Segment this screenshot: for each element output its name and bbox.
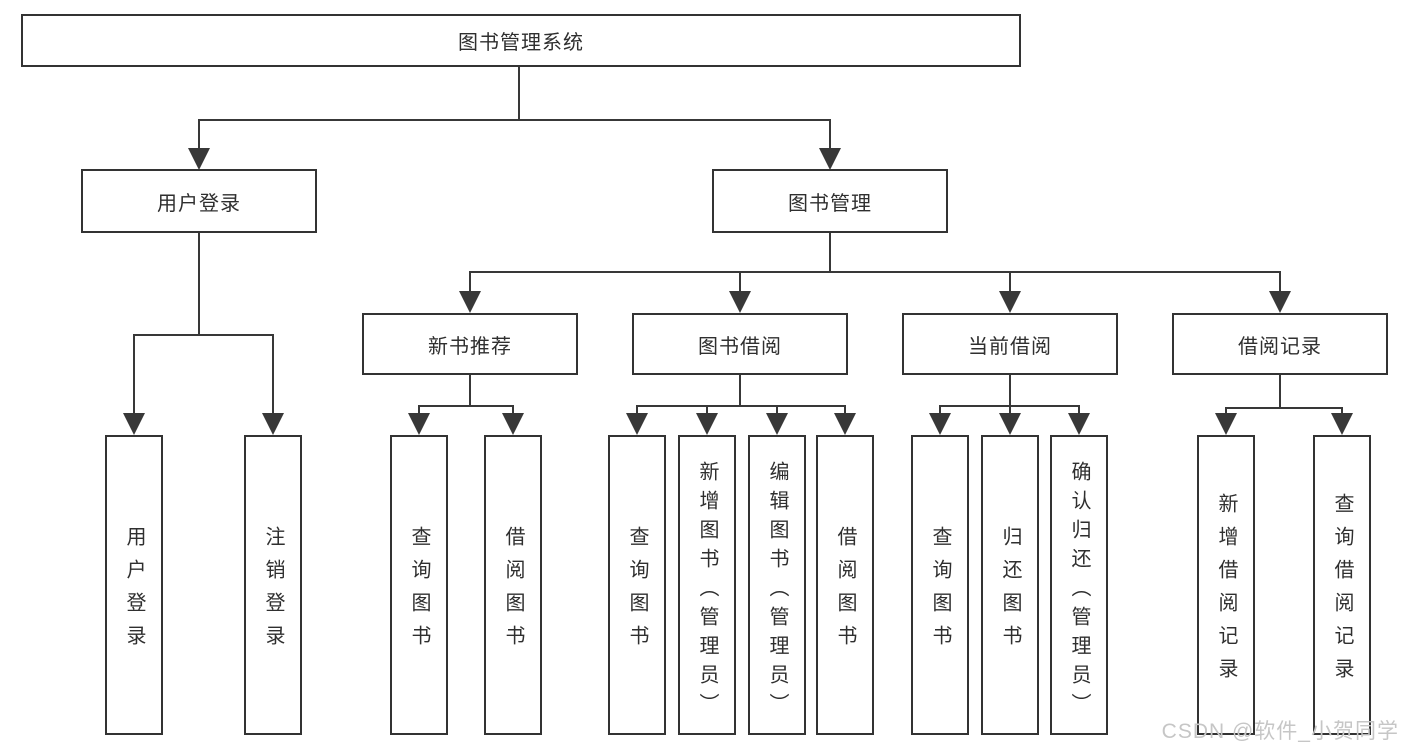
connector-line-horizontal (133, 334, 274, 336)
connector-line-vertical (636, 405, 638, 415)
connector-line-vertical (1341, 407, 1343, 415)
leaf-add-borrow-record: 新增借阅记录 (1197, 435, 1255, 735)
leaf-borrow-books-recommend-label: 借阅图书 (502, 525, 524, 658)
node-borrowing-records: 借阅记录 (1172, 313, 1388, 375)
leaf-add-books-admin: 新增图书（管理员） (678, 435, 736, 735)
arrow-down-icon (999, 291, 1021, 313)
connector-line-vertical (1009, 271, 1011, 293)
connector-line-vertical (1009, 375, 1011, 407)
leaf-borrow-books-borrowing: 借阅图书 (816, 435, 874, 735)
leaf-query-borrow-record: 查询借阅记录 (1313, 435, 1371, 735)
arrow-down-icon (502, 413, 524, 435)
node-user-login: 用户登录 (81, 169, 317, 233)
csdn-watermark: CSDN @软件_小贺同学 (1161, 720, 1399, 743)
arrow-down-icon (408, 413, 430, 435)
leaf-add-borrow-record-label: 新增借阅记录 (1215, 492, 1237, 691)
connector-line-vertical (1225, 407, 1227, 415)
arrow-down-icon (1331, 413, 1353, 435)
connector-line-horizontal (636, 405, 846, 407)
leaf-user-login: 用户登录 (105, 435, 163, 735)
connector-line-vertical (469, 271, 471, 293)
leaf-return-books-label: 归还图书 (999, 525, 1021, 658)
connector-line-vertical (776, 405, 778, 415)
leaf-query-books-current-label: 查询图书 (929, 525, 951, 658)
leaf-query-books-borrowing-label: 查询图书 (626, 525, 648, 658)
connector-line-horizontal (198, 119, 831, 121)
node-library-management-system: 图书管理系统 (21, 14, 1021, 67)
leaf-logout-login: 注销登录 (244, 435, 302, 735)
connector-line-vertical (706, 405, 708, 415)
node-book-borrowing: 图书借阅 (632, 313, 848, 375)
leaf-query-books-borrowing: 查询图书 (608, 435, 666, 735)
connector-line-vertical (939, 405, 941, 415)
leaf-add-books-admin-label: 新增图书（管理员） (696, 461, 718, 722)
connector-line-vertical (469, 375, 471, 407)
leaf-confirm-return-admin: 确认归还（管理员） (1050, 435, 1108, 735)
connector-line-vertical (1279, 271, 1281, 293)
node-current-borrowing: 当前借阅 (902, 313, 1118, 375)
arrow-down-icon (834, 413, 856, 435)
connector-line-horizontal (1225, 407, 1343, 409)
connector-line-vertical (198, 233, 200, 336)
arrow-down-icon (819, 148, 841, 170)
arrow-down-icon (929, 413, 951, 435)
connector-line-vertical (1078, 405, 1080, 415)
connector-line-vertical (739, 375, 741, 407)
leaf-edit-books-admin-label: 编辑图书（管理员） (766, 461, 788, 722)
connector-line-vertical (844, 405, 846, 415)
leaf-query-books-current: 查询图书 (911, 435, 969, 735)
connector-line-vertical (272, 334, 274, 415)
leaf-return-books: 归还图书 (981, 435, 1039, 735)
leaf-query-books-recommend: 查询图书 (390, 435, 448, 735)
connector-line-vertical (1279, 375, 1281, 409)
connector-line-vertical (198, 119, 200, 150)
node-new-book-recommendation: 新书推荐 (362, 313, 578, 375)
connector-line-vertical (1009, 405, 1011, 415)
connector-line-vertical (829, 233, 831, 273)
leaf-query-books-recommend-label: 查询图书 (408, 525, 430, 658)
arrow-down-icon (1068, 413, 1090, 435)
arrow-down-icon (123, 413, 145, 435)
connector-line-vertical (739, 271, 741, 293)
leaf-logout-login-label: 注销登录 (262, 525, 284, 658)
arrow-down-icon (459, 291, 481, 313)
arrow-down-icon (188, 148, 210, 170)
connector-line-vertical (512, 405, 514, 415)
connector-line-vertical (418, 405, 420, 415)
node-book-management: 图书管理 (712, 169, 948, 233)
leaf-borrow-books-borrowing-label: 借阅图书 (834, 525, 856, 658)
leaf-query-borrow-record-label: 查询借阅记录 (1331, 492, 1353, 691)
connector-line-horizontal (418, 405, 514, 407)
leaf-confirm-return-admin-label: 确认归还（管理员） (1068, 461, 1090, 722)
leaf-edit-books-admin: 编辑图书（管理员） (748, 435, 806, 735)
connector-line-vertical (829, 119, 831, 150)
connector-line-vertical (518, 67, 520, 121)
arrow-down-icon (1215, 413, 1237, 435)
leaf-borrow-books-recommend: 借阅图书 (484, 435, 542, 735)
arrow-down-icon (999, 413, 1021, 435)
connector-line-horizontal (469, 271, 1281, 273)
arrow-down-icon (696, 413, 718, 435)
connector-line-vertical (133, 334, 135, 415)
arrow-down-icon (729, 291, 751, 313)
arrow-down-icon (626, 413, 648, 435)
arrow-down-icon (766, 413, 788, 435)
leaf-user-login-label: 用户登录 (123, 525, 145, 658)
arrow-down-icon (262, 413, 284, 435)
arrow-down-icon (1269, 291, 1291, 313)
